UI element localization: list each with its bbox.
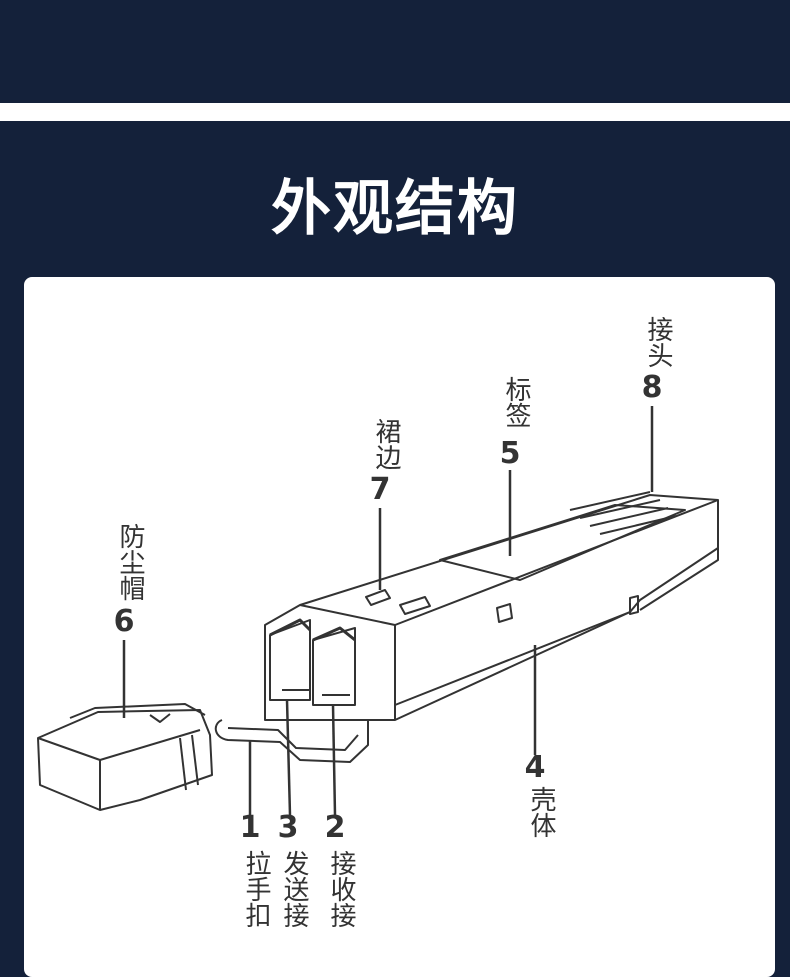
label-pull-tab: 拉手扣 (241, 850, 271, 928)
label-connector: 接头 (643, 316, 673, 368)
label-housing: 壳体 (526, 786, 556, 838)
number-1: 1 (239, 810, 261, 845)
number-3: 3 (277, 810, 299, 845)
number-5: 5 (499, 436, 521, 471)
number-6: 6 (113, 604, 135, 639)
label-skirt: 裙边 (371, 418, 401, 470)
leader-3 (285, 699, 292, 816)
label-receive: 接收接 (326, 850, 356, 928)
label-dust-cap: 防尘帽 (115, 523, 145, 601)
sfp-module-diagram (37, 406, 719, 816)
number-2: 2 (324, 810, 346, 845)
header-band (0, 0, 790, 103)
page-title: 外观结构 (271, 174, 519, 244)
module-body-drawing (264, 491, 719, 721)
dust-cap-drawing (37, 703, 213, 811)
number-8: 8 (641, 370, 663, 405)
pull-tab-drawing (214, 719, 369, 763)
label-label-area: 标签 (501, 376, 531, 428)
leader-2 (331, 704, 337, 816)
label-transmit: 发送接 (279, 850, 309, 928)
number-4: 4 (524, 750, 546, 785)
divider-strip (0, 103, 790, 121)
number-7: 7 (369, 472, 391, 507)
